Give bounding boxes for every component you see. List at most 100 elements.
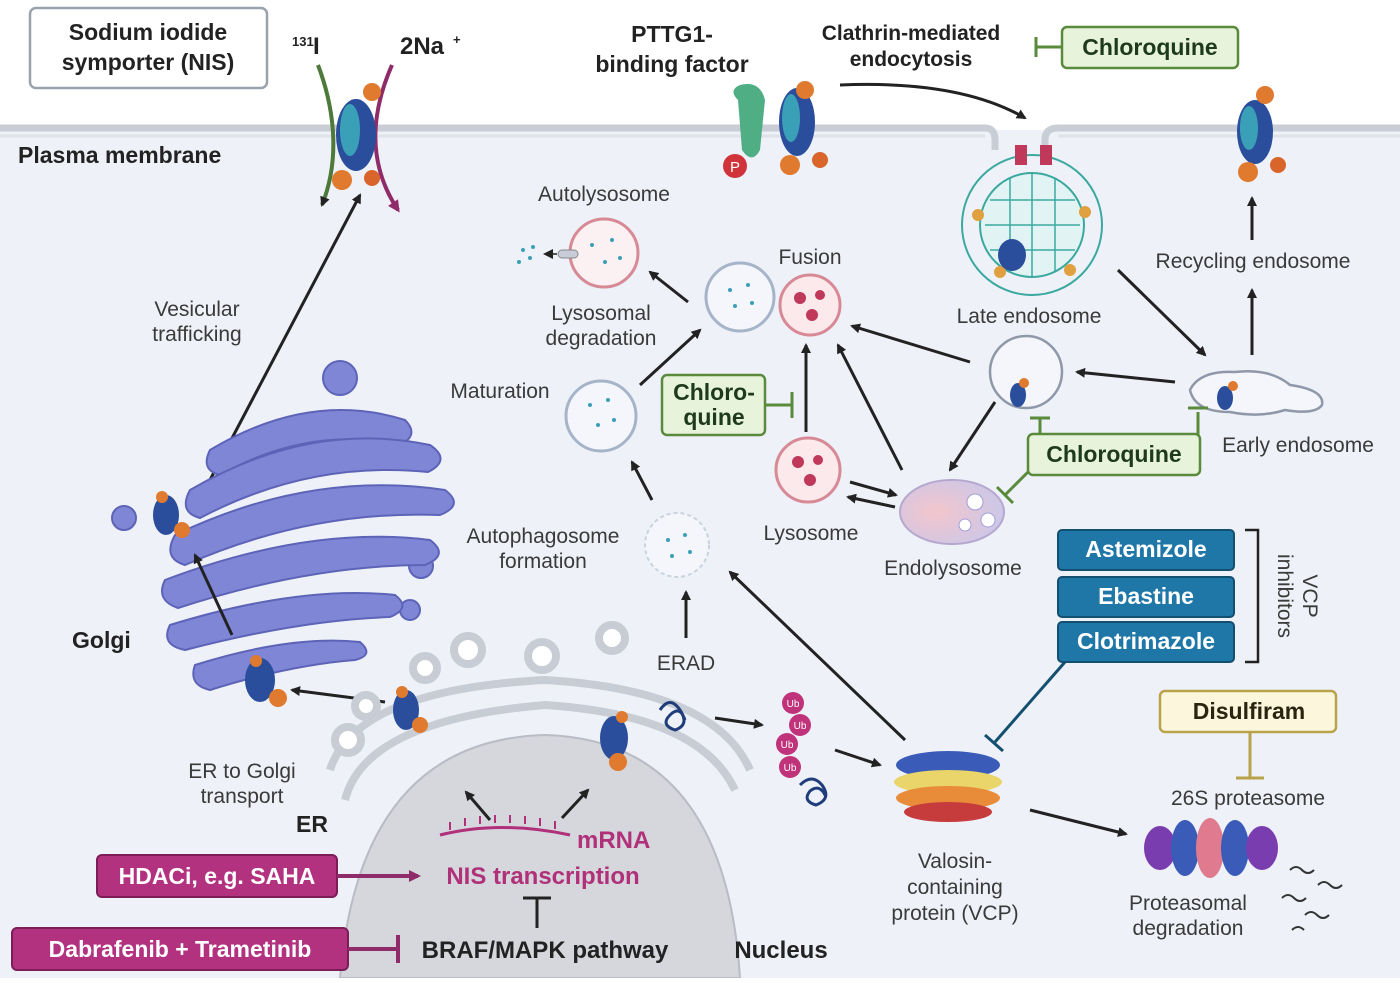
late-endosome-label: Late endosome [957, 305, 1102, 328]
endoplasmic-reticulum [326, 621, 754, 802]
nis-title-line1: Sodium iodide [69, 19, 227, 45]
chloroquine-right-label: Chloroquine [1046, 441, 1181, 467]
clathrin-label-line1: Clathrin-mediated [822, 22, 1001, 45]
golgi-internal-arrow [193, 553, 234, 636]
endocytosis-arrow [839, 82, 1027, 120]
er-to-golgi-line2: transport [201, 785, 284, 808]
vesicle-to-early-arrow [1116, 268, 1207, 357]
nis-in-er-left [393, 686, 428, 733]
vcp-to-autophagosome-arrow [728, 570, 907, 742]
vesicular-trafficking-line2: trafficking [152, 323, 242, 346]
ub-label-1: Ub [787, 699, 800, 710]
er-to-golgi-line1: ER to Golgi [188, 760, 295, 783]
er-label: ER [296, 811, 328, 837]
mature-autophagosome [564, 379, 638, 453]
dabrafenib-trametinib-drug: Dabrafenib + Trametinib [11, 927, 400, 971]
ub-label-3: Ub [781, 740, 794, 751]
ubiquitin-chain: Ub Ub Ub Ub [776, 692, 828, 807]
chloroquine-top-inhibitor: Chloroquine [1034, 25, 1240, 70]
sodium-label: 2Na [400, 33, 445, 60]
braf-pathway-label: BRAF/MAPK pathway [422, 937, 669, 964]
endolysosome-label: Endolysosome [884, 557, 1022, 580]
disulfiram-inhibitor: Disulfiram [1158, 689, 1338, 780]
golgi-apparatus [111, 360, 455, 692]
vcp-complex [894, 751, 1002, 822]
ub-label-2: Ub [794, 721, 807, 732]
mrna-label: mRNA [577, 827, 650, 854]
phospho-label: P [730, 159, 740, 176]
fusion-label: Fusion [778, 246, 841, 269]
disulfiram-label: Disulfiram [1193, 698, 1305, 724]
plasma-membrane-label: Plasma membrane [18, 142, 221, 168]
nis-in-er-right [600, 711, 628, 771]
late-to-fusion-arrow [850, 323, 971, 364]
recycling-endosome-label: Recycling endosome [1156, 250, 1351, 273]
endolysosome [899, 479, 1005, 545]
proteasome-label: 26S proteasome [1171, 787, 1325, 810]
mrna-strand [439, 815, 571, 837]
hdaci-drug: HDACi, e.g. SAHA [96, 854, 421, 898]
mrna-to-er-left-arrow [464, 790, 492, 821]
nis-transcription-label: NIS transcription [446, 863, 639, 890]
golgi-label: Golgi [72, 627, 131, 653]
vcp-inhibitors-line2: inhibitors [1273, 554, 1296, 638]
iodide-superscript: 131 [292, 34, 314, 49]
maturation-label: Maturation [450, 380, 549, 403]
vcp-inhibitors-line1: VCP [1298, 574, 1321, 617]
misfolded-protein [658, 701, 687, 732]
phagophore [644, 512, 710, 578]
early-to-late-arrow [1075, 367, 1176, 384]
autophagosome-formation-line1: Autophagosome [467, 525, 620, 548]
chloroquine-top-label: Chloroquine [1082, 34, 1217, 60]
nis-er-golgi-vesicle [245, 655, 287, 707]
pttg1-label-line2: binding factor [595, 51, 748, 77]
dabrafenib-label: Dabrafenib + Trametinib [49, 936, 312, 962]
mrna-to-er-right-arrow [560, 788, 590, 820]
proteasomal-degradation-line2: degradation [1133, 917, 1244, 940]
chloroquine-mid-line1: Chloro- [673, 379, 755, 405]
erad-to-ubiquitin-arrow [714, 716, 764, 729]
pttg1-nis-complex: P [723, 81, 828, 178]
chloroquine-mid-line2: quine [683, 404, 744, 430]
nis-in-golgi [153, 491, 190, 538]
early-endosome [1188, 370, 1324, 416]
lysosome-to-endolysosome-arrow [849, 480, 898, 498]
nis-title-box: Sodium iodide symporter (NIS) [28, 6, 269, 90]
pttg1-label-line1: PTTG1- [631, 21, 713, 47]
nis-transporter-membrane [316, 64, 400, 213]
hdaci-label: HDACi, e.g. SAHA [119, 863, 316, 889]
nucleus [338, 733, 742, 979]
vcp-label-line1: Valosin- [918, 850, 992, 873]
recycled-nis-membrane [1237, 86, 1286, 182]
formation-to-maturation-arrow [630, 460, 654, 501]
nucleus-label: Nucleus [734, 937, 827, 964]
plasma-membrane [0, 124, 1400, 150]
chloroquine-mid-inhibitor: Chloro- quine [660, 373, 794, 437]
autophagosome-formation-line2: formation [499, 550, 587, 573]
vcp-label-line3: protein (VCP) [891, 902, 1018, 925]
lysosome [774, 436, 842, 504]
lysosomal-degradation-line1: Lysosomal [551, 302, 651, 325]
vcp-inhibitors-group: Astemizole Ebastine Clotrimazole VCP inh… [984, 528, 1321, 753]
fusion-to-autolysosome-arrow [648, 270, 689, 304]
ebastine-label: Ebastine [1098, 583, 1194, 609]
erad-label: ERAD [657, 652, 715, 675]
peptide-fragments [1281, 866, 1343, 931]
ubiquitin-to-vcp-arrow [834, 748, 882, 768]
vcp-label-line2: containing [907, 876, 1003, 899]
late-to-endolysosome-arrow [948, 401, 997, 472]
vesicular-trafficking-line1: Vesicular [154, 298, 239, 321]
clotrimazole-label: Clotrimazole [1077, 628, 1215, 654]
clathrin-coated-vesicle [961, 145, 1103, 296]
lysosomal-degradation-line2: degradation [546, 327, 657, 350]
lysosome-label: Lysosome [764, 522, 859, 545]
nis-title-line2: symporter (NIS) [62, 49, 235, 75]
endolysosome-to-lysosome-arrow [846, 493, 896, 509]
autolysosome-label: Autolysosome [538, 183, 670, 206]
maturation-to-fusion-arrow [638, 328, 702, 387]
endolysosome-to-fusion-arrow [836, 343, 904, 471]
clathrin-label-line2: endocytosis [850, 48, 973, 71]
golgi-to-membrane-arrow [208, 193, 362, 481]
